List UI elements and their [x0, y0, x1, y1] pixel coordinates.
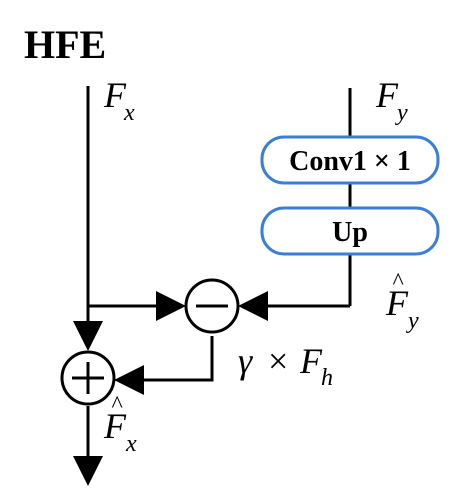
diagram-title: HFE: [24, 22, 106, 67]
up-block: [260, 206, 440, 256]
svg-text:y: y: [395, 100, 408, 126]
svg-text:^: ^: [392, 269, 404, 295]
svg-text:h: h: [321, 365, 333, 391]
svg-text:y: y: [406, 308, 419, 334]
svg-text:x: x: [125, 431, 137, 457]
gamma-fh-label: γ × F h: [238, 341, 333, 391]
up-block-label: Up: [332, 217, 368, 248]
svg-text:F: F: [299, 341, 323, 381]
svg-text:×: ×: [268, 341, 288, 381]
fy-label: F y: [375, 75, 408, 126]
conv-block-label: Conv1 × 1: [289, 146, 411, 177]
fx-label: F x: [103, 75, 135, 126]
svg-text:F: F: [103, 406, 127, 446]
conv-block: [260, 135, 440, 185]
svg-text:F: F: [375, 75, 399, 115]
fx-hat-label: F ^ x: [103, 392, 137, 457]
svg-text:γ: γ: [238, 341, 253, 381]
svg-text:F: F: [385, 283, 409, 323]
svg-text:x: x: [123, 100, 135, 126]
fy-hat-label: F ^ y: [385, 269, 419, 334]
residual-path: [114, 336, 214, 395]
svg-text:F: F: [103, 75, 127, 115]
svg-text:^: ^: [111, 392, 123, 418]
